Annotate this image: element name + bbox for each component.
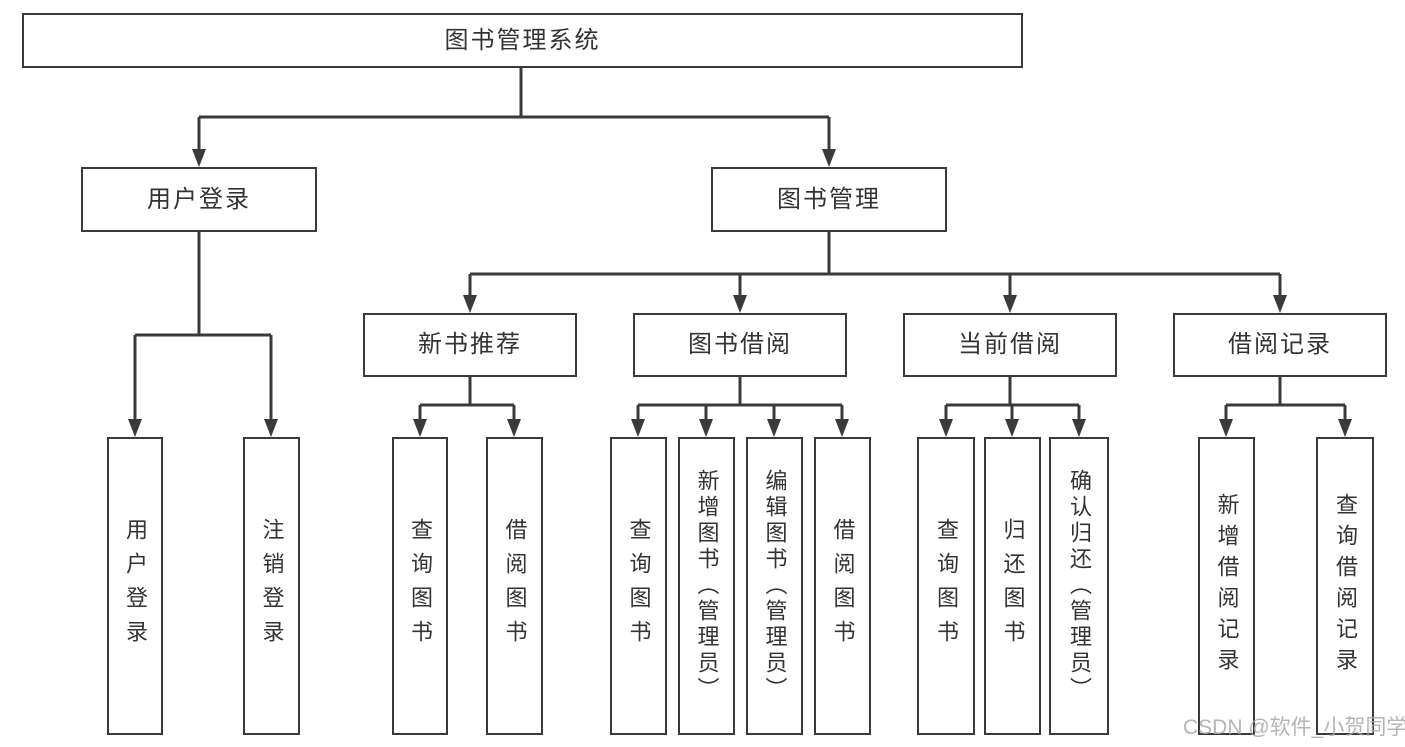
node-label: 归还图书 <box>1000 518 1026 654</box>
node-label: 图书管理 <box>777 185 881 213</box>
leaf-return-book: 归还图书 <box>984 437 1041 735</box>
node-new-book-recommend: 新书推荐 <box>363 313 577 377</box>
connector-user-login-children <box>128 232 278 437</box>
leaf-query-book-newbook: 查询图书 <box>392 437 448 735</box>
leaf-query-borrow-record: 查询借阅记录 <box>1316 437 1374 735</box>
node-label: 编辑图书（管理员） <box>762 469 788 703</box>
node-book-borrow: 图书借阅 <box>633 313 847 377</box>
node-label: 新书推荐 <box>418 331 522 358</box>
connector-root-to-level2 <box>192 68 836 167</box>
node-label: 注销登录 <box>259 518 285 654</box>
connector-book-borrow-children <box>631 377 849 437</box>
arrowhead <box>835 419 849 437</box>
connector-current-borrow-children <box>939 377 1086 437</box>
leaf-edit-book-admin: 编辑图书（管理员） <box>746 437 803 735</box>
leaf-add-book-admin: 新增图书（管理员） <box>678 437 735 735</box>
connector-borrow-record-children <box>1219 377 1352 437</box>
arrowhead <box>128 419 142 437</box>
arrowhead <box>192 149 206 167</box>
leaf-confirm-return-admin: 确认归还（管理员） <box>1049 437 1109 735</box>
node-label: 借阅记录 <box>1228 331 1332 358</box>
leaf-logout: 注销登录 <box>243 437 300 735</box>
arrowhead <box>733 295 747 313</box>
arrowhead <box>1273 295 1287 313</box>
node-label: 当前借阅 <box>958 331 1062 358</box>
arrowhead <box>1003 295 1017 313</box>
leaf-borrow-book-newbook: 借阅图书 <box>486 437 543 735</box>
arrowhead <box>264 419 278 437</box>
leaf-add-borrow-record: 新增借阅记录 <box>1198 437 1255 735</box>
arrowhead <box>413 419 427 437</box>
node-root-library-system: 图书管理系统 <box>22 13 1023 68</box>
node-label: 图书管理系统 <box>444 26 601 54</box>
arrowhead <box>631 419 645 437</box>
arrowhead <box>1338 419 1352 437</box>
node-label: 确认归还（管理员） <box>1067 469 1092 703</box>
arrowhead <box>767 419 781 437</box>
arrowhead <box>463 295 477 313</box>
leaf-user-login: 用户登录 <box>107 437 163 735</box>
arrowhead <box>822 149 836 167</box>
node-label: 图书借阅 <box>688 331 792 358</box>
arrowhead <box>699 419 713 437</box>
node-label: 借阅图书 <box>502 518 528 654</box>
node-label: 新增图书（管理员） <box>694 469 720 703</box>
node-user-login: 用户登录 <box>81 167 317 232</box>
node-book-management: 图书管理 <box>711 167 947 232</box>
node-label: 借阅图书 <box>830 518 856 654</box>
node-label: 查询借阅记录 <box>1333 493 1358 679</box>
node-label: 新增借阅记录 <box>1214 493 1240 679</box>
connector-book-mgmt-children <box>463 232 1287 313</box>
node-current-borrow: 当前借阅 <box>903 313 1117 377</box>
arrowhead <box>1005 419 1019 437</box>
leaf-query-book-current: 查询图书 <box>917 437 975 735</box>
connector-new-book-children <box>413 377 521 437</box>
node-label: 用户登录 <box>123 518 148 654</box>
arrowhead <box>507 419 521 437</box>
node-label: 用户登录 <box>147 185 251 213</box>
arrowhead <box>939 419 953 437</box>
node-label: 查询图书 <box>408 518 433 654</box>
node-label: 查询图书 <box>934 518 959 654</box>
leaf-query-book-borrow: 查询图书 <box>610 437 667 735</box>
node-label: 查询图书 <box>626 518 652 654</box>
arrowhead <box>1072 419 1086 437</box>
node-borrow-record: 借阅记录 <box>1173 313 1387 377</box>
csdn-watermark: CSDN @软件_小贺同学 <box>1183 716 1405 739</box>
leaf-borrow-book-borrow: 借阅图书 <box>814 437 871 735</box>
arrowhead <box>1219 419 1233 437</box>
